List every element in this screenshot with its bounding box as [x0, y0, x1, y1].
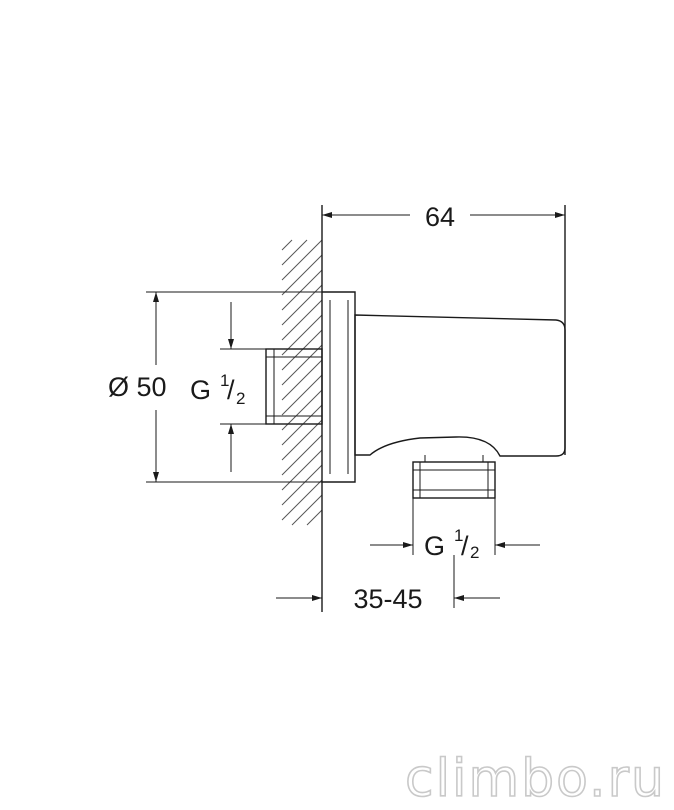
dim-depth [276, 555, 500, 608]
dim-diameter [146, 291, 322, 483]
wall-thread-nipple [265, 348, 323, 425]
wall-thread-g: G [190, 375, 211, 405]
elbow-body [354, 314, 566, 457]
outlet-thread-den: 2 [470, 543, 479, 562]
wall-thread-slash: / [227, 375, 235, 405]
wall-thread-num: 1 [220, 371, 229, 390]
outlet-thread-slash: / [461, 531, 469, 561]
dim-outlet-thread [370, 498, 540, 555]
rosette-plate [322, 291, 356, 483]
dim-wall-thread [220, 302, 266, 472]
watermark: climbo.ru [405, 749, 666, 809]
diameter-label: Ø 50 [108, 372, 167, 402]
depth-label: 35-45 [353, 584, 422, 614]
length-label: 64 [425, 202, 455, 232]
outlet-thread-g: G [424, 531, 445, 561]
wall-thread-den: 2 [236, 389, 245, 408]
outlet-thread-num: 1 [454, 526, 463, 545]
outlet-thread [412, 461, 496, 499]
